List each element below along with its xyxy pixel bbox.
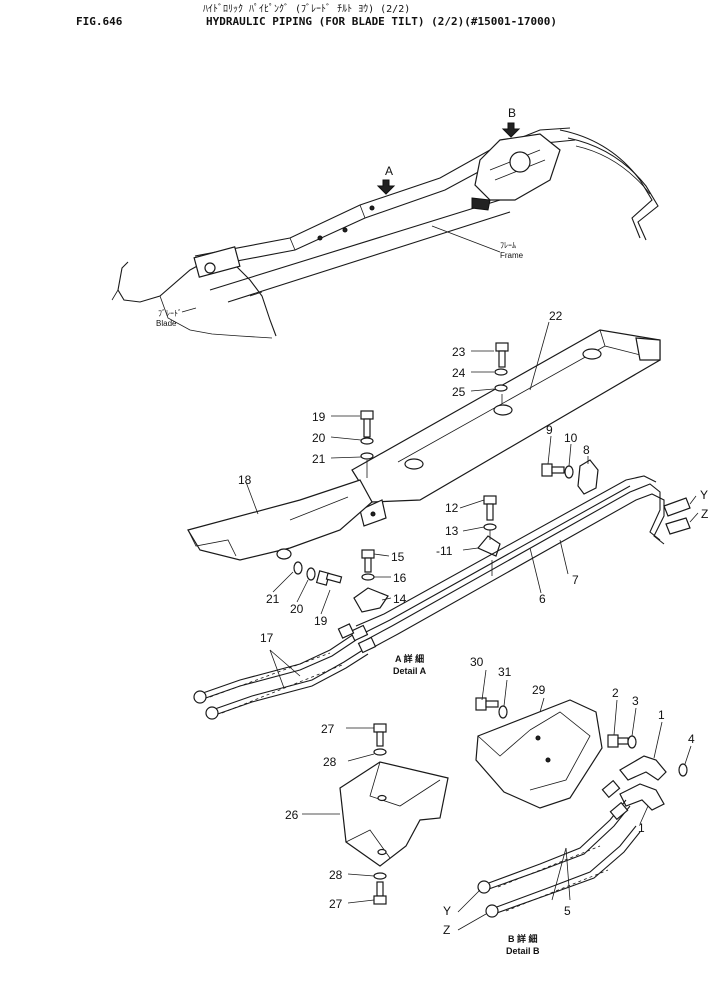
callout-28-lower: 28: [329, 868, 343, 882]
callout-1-upper: 1: [658, 708, 665, 722]
callout-24: 24: [452, 366, 466, 380]
callout-z-lower: Z: [443, 923, 450, 937]
callout-6: 6: [539, 592, 546, 606]
callout-20-lower: 20: [290, 602, 304, 616]
blade-label-jp: ﾌﾞﾚｰﾄﾞ: [158, 309, 182, 318]
leader-lines: [245, 321, 699, 931]
figure-number: FIG.646: [76, 15, 123, 28]
callout-19-upper: 19: [312, 410, 326, 424]
bolt-30: [475, 697, 499, 711]
callout-30: 30: [470, 655, 484, 669]
elbow-1-lower: [619, 783, 665, 811]
callout-21-upper: 21: [312, 452, 326, 466]
title-japanese: ﾊｲﾄﾞﾛﾘｯｸ ﾊﾟｲﾋﾟﾝｸﾞ (ﾌﾞﾚｰﾄﾞ ﾁﾙﾄ ﾖｳ) (2/2): [203, 4, 411, 15]
elbow-1-upper: [619, 755, 667, 781]
o-ring-4: [678, 763, 688, 777]
bracket-29: [475, 699, 603, 809]
washer-10: [564, 465, 574, 479]
callout-20-upper: 20: [312, 431, 326, 445]
callout-7: 7: [572, 573, 579, 587]
detail-b-label-jp: B 詳 細: [508, 933, 538, 944]
callout-31: 31: [498, 665, 512, 679]
washer-13: [483, 523, 497, 531]
callout-27-lower: 27: [329, 897, 343, 911]
washer-24: [494, 368, 508, 376]
callout-17: 17: [260, 631, 274, 645]
blade-label-en: Blade: [156, 319, 177, 328]
fitting-y: [663, 497, 691, 517]
overview-assembly: [111, 122, 659, 339]
washer-16: [361, 573, 375, 581]
washer-3: [627, 735, 637, 749]
bolt-27-lower: [373, 881, 387, 905]
detail-a-label-en: Detail A: [393, 666, 427, 676]
title-english: HYDRAULIC PIPING (FOR BLADE TILT) (2/2)(…: [206, 15, 557, 28]
clamp-11: [477, 535, 501, 557]
callout-13: 13: [445, 524, 459, 538]
callout-12: 12: [445, 501, 459, 515]
callout-3: 3: [632, 694, 639, 708]
callout-y-upper: Y: [700, 488, 708, 502]
washer-31: [498, 705, 508, 719]
callout-z-upper: Z: [701, 507, 708, 521]
frame-label-en: Frame: [500, 251, 524, 260]
clamp-8: [577, 459, 599, 495]
callout-15: 15: [391, 550, 405, 564]
bolt-19-upper: [360, 410, 374, 438]
callout-19-lower: 19: [314, 614, 328, 628]
callout-28-upper: 28: [323, 755, 337, 769]
washer-25: [494, 384, 508, 392]
callout-23: 23: [452, 345, 466, 359]
callout-29: 29: [532, 683, 546, 697]
hoses-5: [477, 779, 641, 918]
cover-18: [187, 479, 373, 561]
hoses-17: [193, 623, 377, 720]
fitting-z: [665, 517, 691, 535]
bolt-2: [607, 734, 629, 748]
callout-4: 4: [688, 732, 695, 746]
callout-10: 10: [564, 431, 578, 445]
callout-2: 2: [612, 686, 619, 700]
detail-a-label-jp: A 詳 細: [395, 653, 424, 664]
clamp-14: [353, 587, 389, 613]
washer-21-upper: [360, 452, 374, 460]
washer-20-lower: [306, 567, 316, 581]
washer-21-lower: [293, 561, 303, 575]
bolt-27-upper: [373, 723, 387, 747]
bolt-23: [495, 342, 509, 368]
callout-8: 8: [583, 443, 590, 457]
view-arrow-a-label: A: [385, 164, 393, 178]
callout-18: 18: [238, 473, 252, 487]
bolt-15: [361, 549, 375, 573]
callout-27-upper: 27: [321, 722, 335, 736]
washer-28-upper: [373, 748, 387, 756]
callout-22: 22: [549, 309, 563, 323]
callout-5: 5: [564, 904, 571, 918]
bolt-12: [483, 495, 497, 521]
callout-21-lower: 21: [266, 592, 280, 606]
frame-label-jp: ﾌﾚｰﾑ: [500, 241, 516, 250]
bracket-26: [339, 761, 449, 867]
cover-beam-22: [351, 329, 661, 527]
washer-28-lower: [373, 872, 387, 880]
callout-14: 14: [393, 592, 407, 606]
callout-25: 25: [452, 385, 466, 399]
detail-b-label-en: Detail B: [506, 946, 540, 956]
callout-16: 16: [393, 571, 407, 585]
view-arrow-b-label: B: [508, 106, 516, 120]
washer-20-upper: [360, 437, 374, 445]
callout-26: 26: [285, 808, 299, 822]
callout-y-lower: Y: [443, 904, 451, 918]
bolt-9: [541, 463, 565, 477]
callout-1-lower: 1: [638, 821, 645, 835]
tube-6-7: [355, 475, 665, 649]
callout-9: 9: [546, 423, 553, 437]
bolt-19-lower: [315, 570, 343, 586]
callout-11: -11: [436, 544, 453, 558]
callout-numbers: 22 23 24 25 19 20 21 18 21 20 19 9 10 8 …: [238, 309, 708, 937]
